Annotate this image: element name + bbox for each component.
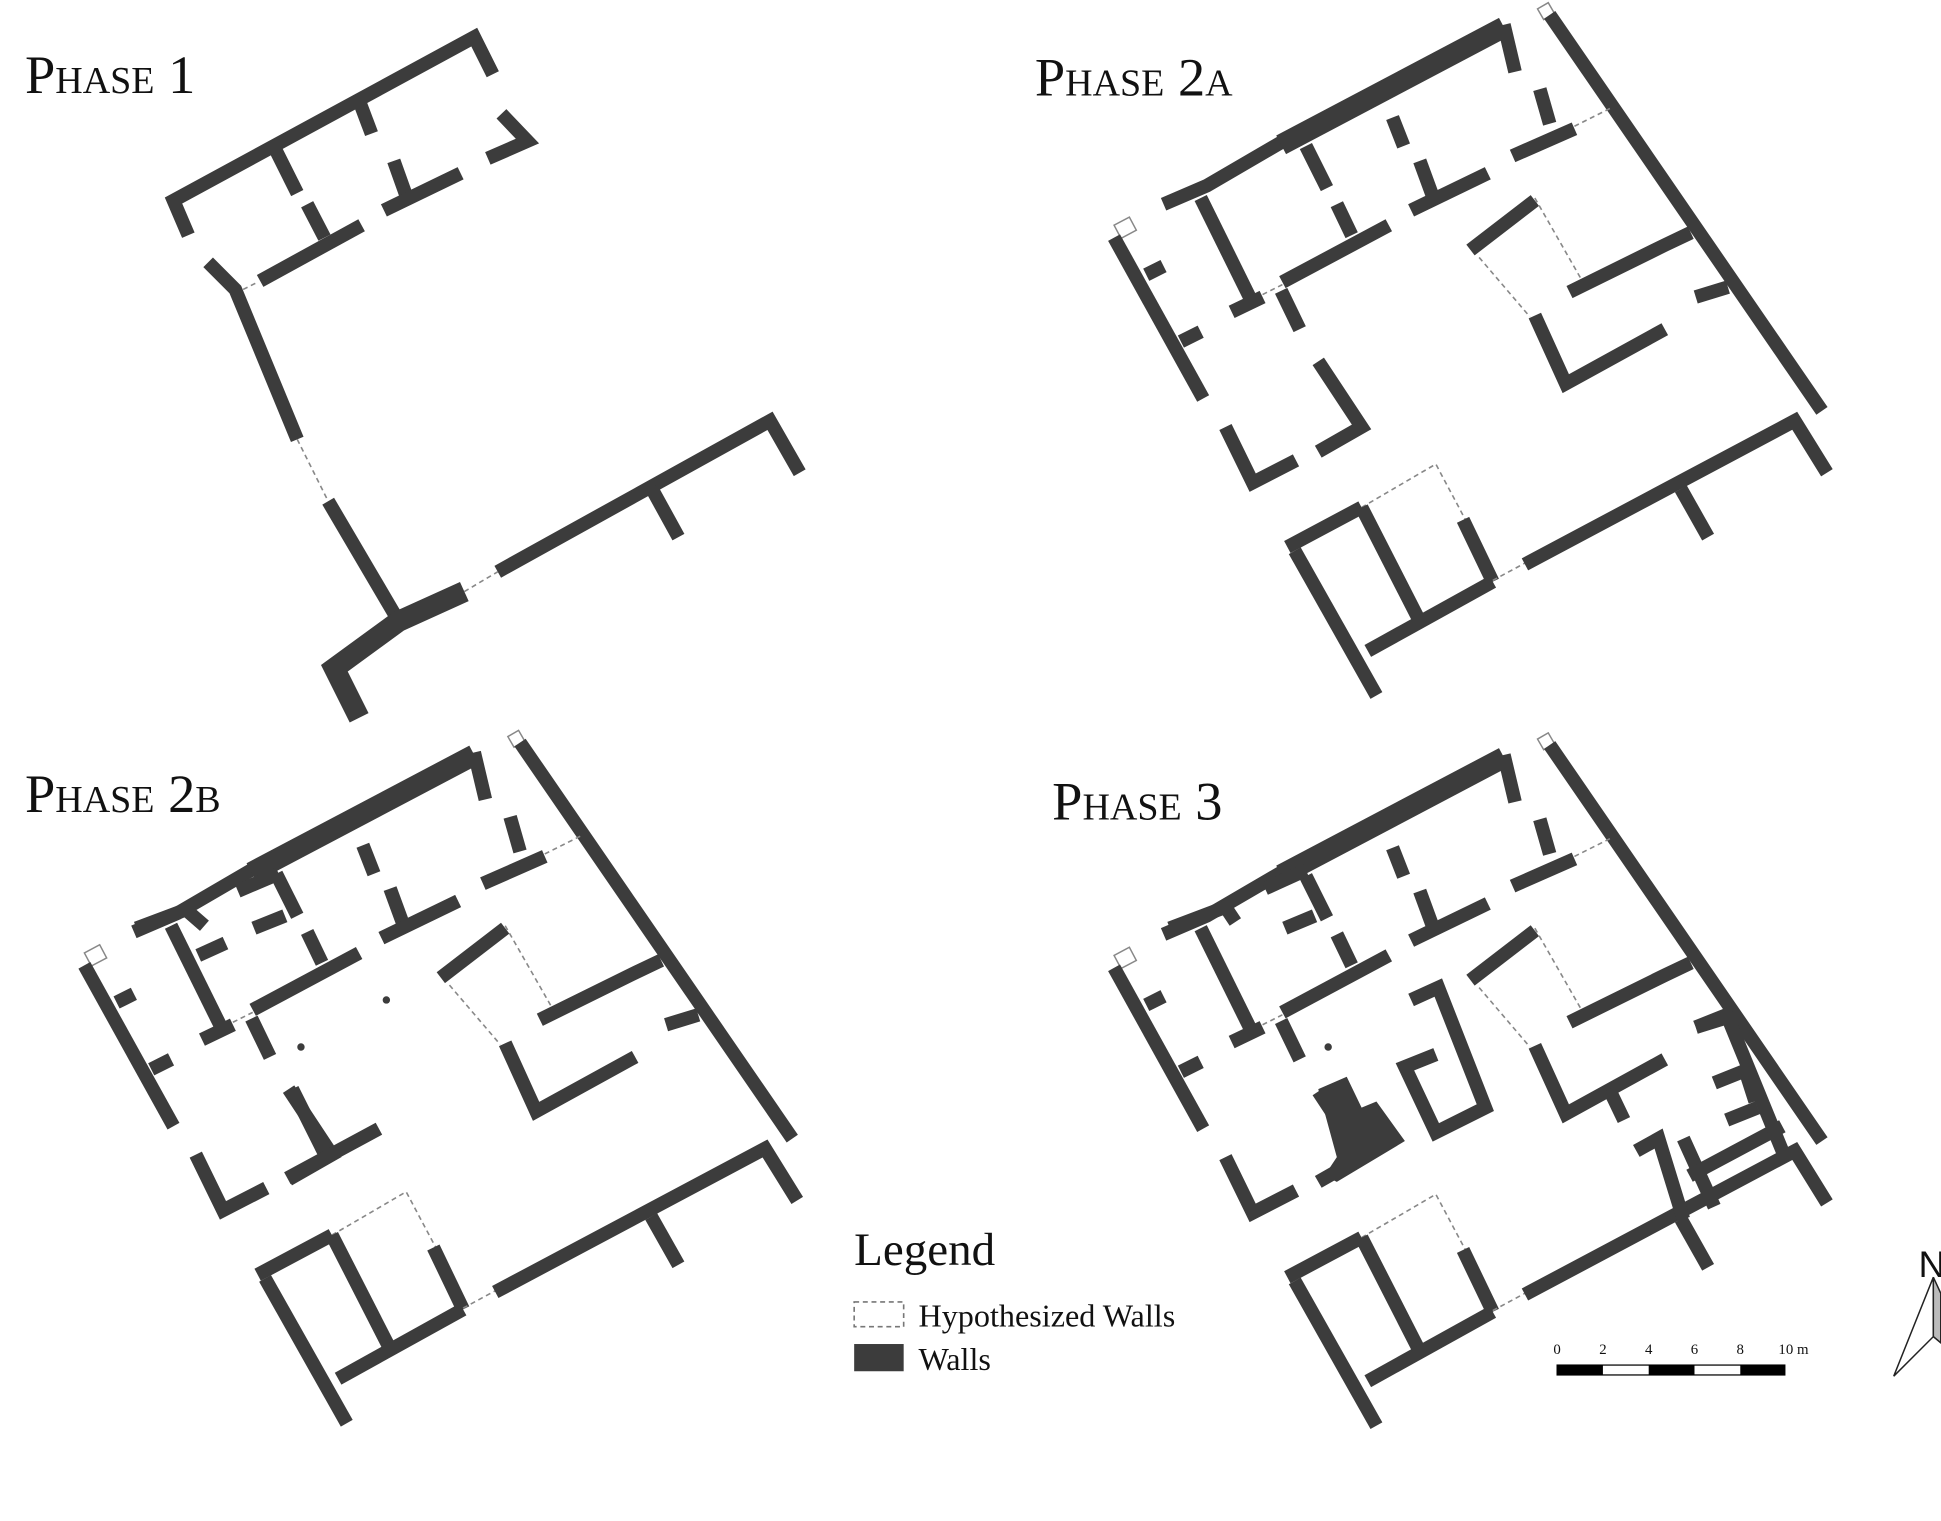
hypothesized-walls-swatch <box>853 1301 905 1328</box>
phase-3-plan: Phase 3 <box>1052 733 1827 1426</box>
north-label: N <box>1918 1243 1941 1285</box>
phase-3-title: Phase 3 <box>1052 770 1222 831</box>
scale-tick-4: 4 <box>1645 1342 1653 1358</box>
scale-tick-8: 8 <box>1737 1342 1744 1358</box>
north-arrow-icon <box>1893 1276 1935 1377</box>
walls-swatch <box>854 1344 904 1372</box>
scale-tick-10: 10 m <box>1778 1342 1809 1358</box>
phase-2a-title: Phase 2a <box>1035 46 1233 107</box>
scale-tick-6: 6 <box>1691 1342 1698 1358</box>
legend: Legend Hypothesized Walls Walls <box>853 1224 1176 1377</box>
scale-tick-0: 0 <box>1553 1342 1560 1358</box>
legend-title: Legend <box>854 1224 995 1276</box>
phase-1-title: Phase 1 <box>25 44 195 105</box>
legend-hypothesized-label: Hypothesized Walls <box>919 1298 1176 1334</box>
phase-2b-plan: Phase 2b <box>25 730 797 1423</box>
phase-2a-plan: Phase 2a <box>1035 3 1827 696</box>
phase-1-plan: Phase 1 <box>25 27 806 723</box>
legend-walls-label: Walls <box>919 1341 991 1377</box>
scale-tick-2: 2 <box>1599 1342 1606 1358</box>
north-arrow: N <box>1893 1243 1941 1377</box>
phase-2b-title: Phase 2b <box>25 763 221 824</box>
scale-bar: 0 2 4 6 8 10 m <box>1553 1342 1809 1376</box>
